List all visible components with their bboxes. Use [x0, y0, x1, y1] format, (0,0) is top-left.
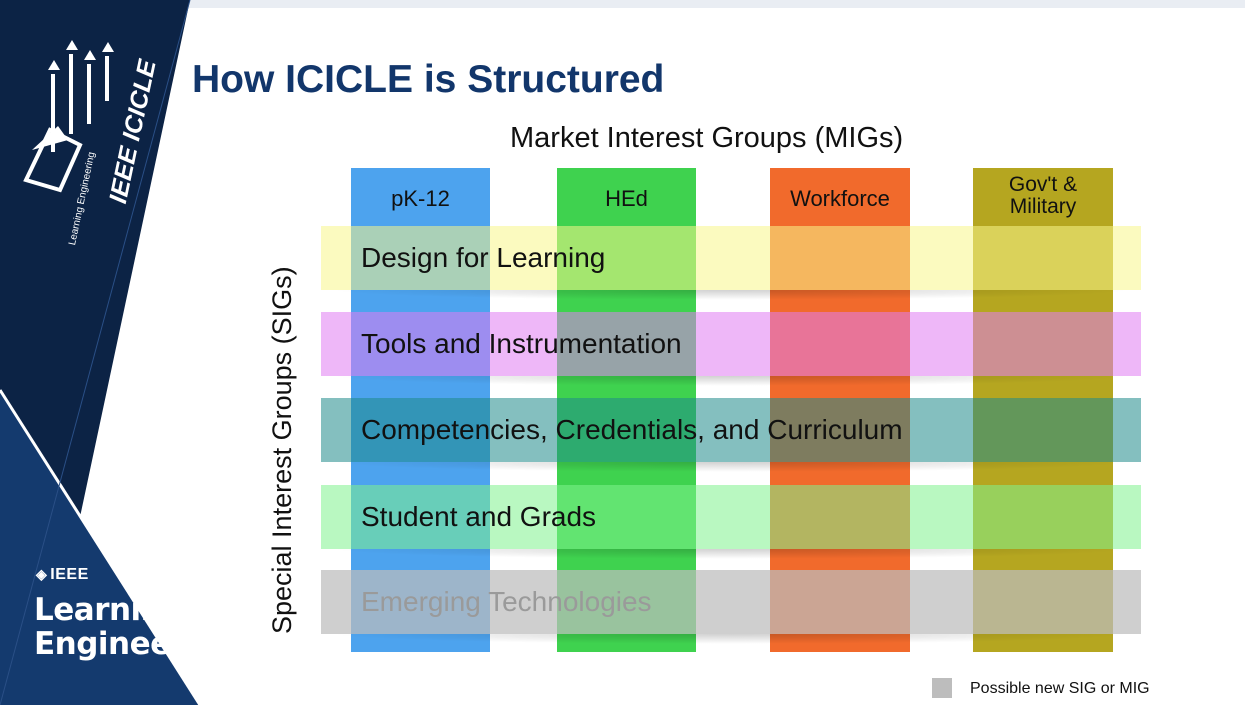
ieee-label: ◈IEEE — [36, 566, 89, 584]
mig-label-govt: Gov't & — [1008, 173, 1078, 196]
sig-row-design-for-learning: Design for Learning — [321, 226, 1141, 300]
sig-label-design-for-learning: Design for Learning — [361, 242, 606, 273]
sig-heading: Special Interest Groups (SIGs) — [267, 266, 297, 634]
mig-label-hed: HEd — [605, 186, 648, 211]
mig-label-military: Military — [1009, 195, 1077, 218]
sig-label-competencies: Competencies, Credentials, and Curriculu… — [361, 414, 903, 445]
legend-swatch — [932, 678, 952, 698]
icicle-logo — [20, 30, 140, 250]
sig-row-competencies: Competencies, Credentials, and Curriculu… — [321, 398, 1141, 472]
ieee-label-text: IEEE — [50, 566, 89, 583]
sig-row-tools-instrumentation: Tools and Instrumentation — [321, 312, 1141, 386]
icicle-logo-icon — [23, 40, 114, 193]
page-title: How ICICLE is Structured — [192, 58, 665, 101]
mig-label-pk12: pK-12 — [391, 186, 450, 211]
sidebar-background — [0, 0, 200, 705]
mig-label-workforce: Workforce — [790, 186, 890, 211]
sig-label-emerging-technologies: Emerging Technologies — [361, 586, 652, 617]
legend-label: Possible new SIG or MIG — [970, 680, 1150, 697]
ieee-diamond-icon: ◈ — [36, 566, 48, 582]
sig-row-emerging-technologies: Emerging Technologies — [321, 570, 1141, 644]
footer-learning: Learning — [34, 592, 184, 628]
mig-heading: Market Interest Groups (MIGs) — [510, 122, 904, 154]
top-strip — [0, 0, 1245, 8]
footer-engineering: Engineering — [34, 626, 239, 662]
sig-row-student-grads: Student and Grads — [321, 485, 1141, 559]
sig-label-student-grads: Student and Grads — [361, 501, 597, 532]
sidebar: IEEE ICICLE Learning Engineering ◈IEEE L… — [0, 0, 239, 705]
sig-label-tools-instrumentation: Tools and Instrumentation — [361, 328, 682, 359]
